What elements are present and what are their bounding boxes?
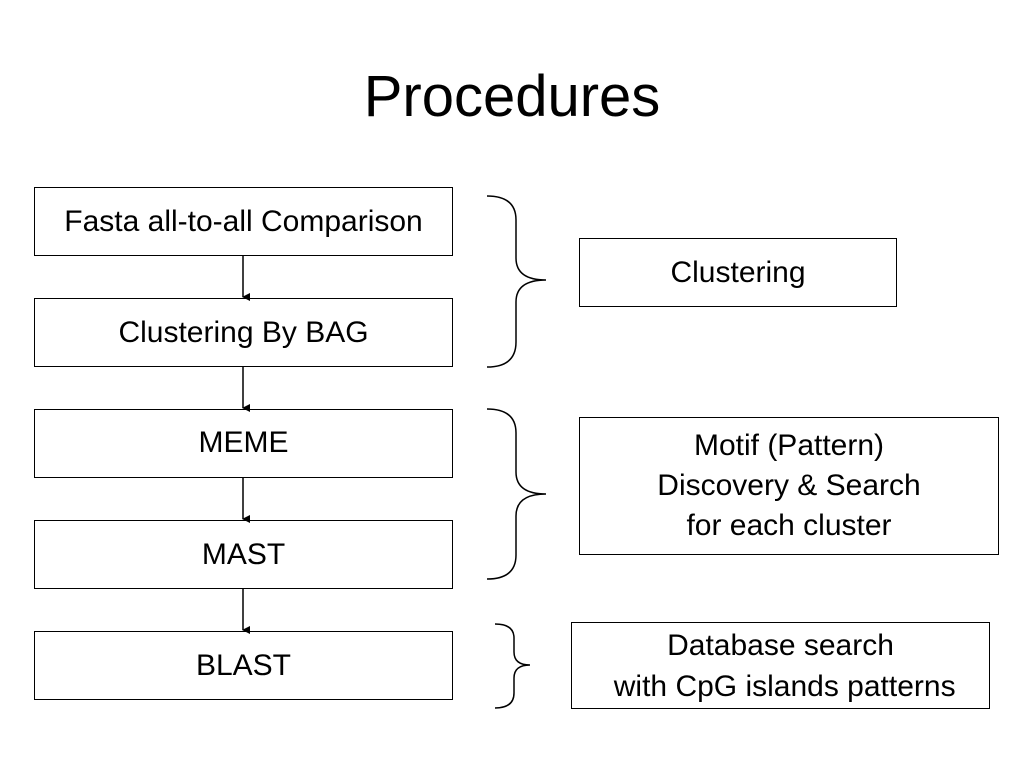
group-line: with CpG islands patterns bbox=[605, 669, 956, 703]
step-label: BLAST bbox=[195, 648, 292, 682]
step-label: MEME bbox=[198, 425, 289, 459]
brace-clustering-icon bbox=[486, 195, 547, 368]
step-label: MAST bbox=[201, 537, 286, 571]
group-line: for each cluster bbox=[686, 509, 892, 542]
group-line: Database search bbox=[667, 628, 894, 662]
step-meme: MEME bbox=[34, 409, 453, 478]
group-database-search: Database search with CpG islands pattern… bbox=[571, 622, 990, 709]
group-line: Clustering bbox=[670, 255, 806, 289]
slide-title: Procedures bbox=[363, 64, 661, 129]
group-line: Discovery & Search bbox=[657, 469, 921, 502]
group-line: Motif (Pattern) bbox=[693, 429, 885, 462]
step-label: Fasta all-to-all Comparison bbox=[64, 204, 423, 238]
group-clustering: Clustering bbox=[579, 238, 897, 307]
step-mast: MAST bbox=[34, 520, 453, 589]
step-clustering-by-bag: Clustering By BAG bbox=[34, 298, 453, 367]
group-motif-discovery: Motif (Pattern) Discovery & Search for e… bbox=[579, 417, 999, 555]
brace-motif-icon bbox=[486, 408, 547, 580]
step-label: Clustering By BAG bbox=[118, 315, 369, 349]
step-blast: BLAST bbox=[34, 631, 453, 700]
brace-database-icon bbox=[494, 623, 531, 709]
step-fasta-comparison: Fasta all-to-all Comparison bbox=[34, 187, 453, 256]
